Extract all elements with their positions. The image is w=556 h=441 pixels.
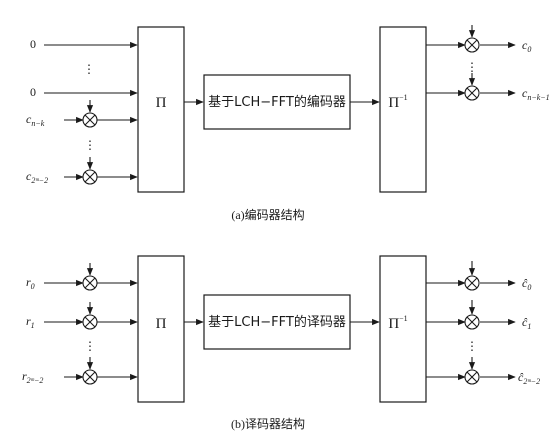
encoder-vdots-2: ⋮ [84,138,96,152]
encoder-inv-perm-symbol: Π−1 [388,93,407,111]
decoder-output-c0: ĉ0 [522,276,531,292]
decoder-input-rlast: r2ᵐ−2 [22,369,43,385]
encoder-out-vdots: ⋮ [466,60,478,74]
decoder-out-multiplier-3 [464,369,480,385]
encoder-multiplier-1 [82,112,98,128]
encoder-output-c0: c0 [522,38,531,54]
encoder-out-multiplier-2 [464,85,480,101]
decoder-multiplier-3 [82,369,98,385]
encoder-input-zero-mid: 0 [30,85,36,99]
encoder-out-multiplier-1 [464,37,480,53]
decoder-in-vdots: ⋮ [84,339,96,353]
decoder-multiplier-2 [82,314,98,330]
decoder-caption: (b)译码器结构 [231,416,305,431]
decoder-out-vdots: ⋮ [466,339,478,353]
decoder-multiplier-1 [82,275,98,291]
decoder-input-r0: r0 [26,275,35,291]
decoder-out-multiplier-2 [464,314,480,330]
encoder-input-zero-top: 0 [30,37,36,51]
encoder-perm-symbol: Π [156,95,167,111]
encoder-perm-box [137,26,185,193]
encoder-output-cnk1: cn−k−1 [522,86,550,102]
decoder-input-r1: r1 [26,314,35,330]
decoder-perm-symbol: Π [156,316,167,332]
encoder-input-c-last: c2ᵐ−2 [26,169,48,185]
encoder-input-c-nk: cn−k [26,112,45,128]
decoder-inv-perm-symbol: Π−1 [388,314,407,332]
encoder-core-box [203,74,351,130]
encoder-inv-perm-box [379,26,427,193]
decoder-out-multiplier-1 [464,275,480,291]
encoder-multiplier-2 [82,169,98,185]
decoder-core-box [203,294,351,350]
encoder-diagram: Π 基于LCH−FFT的编码器 Π−1 0 ⋮ 0 cn−k ⋮ c2ᵐ−2 [26,25,550,222]
decoder-output-clast: ĉ2ᵐ−2 [518,370,540,386]
decoder-diagram: Π 基于LCH−FFT的译码器 Π−1 r0 r1 ⋮ r2ᵐ−2 [22,255,540,431]
encoder-caption: (a)编码器结构 [231,207,304,222]
encoder-vdots-1: ⋮ [83,62,95,76]
encoder-core-label: 基于LCH−FFT的编码器 [208,94,346,110]
decoder-inv-perm-box [379,255,427,403]
decoder-perm-box [137,255,185,403]
decoder-output-c1: ĉ1 [522,315,531,331]
decoder-core-label: 基于LCH−FFT的译码器 [208,314,346,330]
